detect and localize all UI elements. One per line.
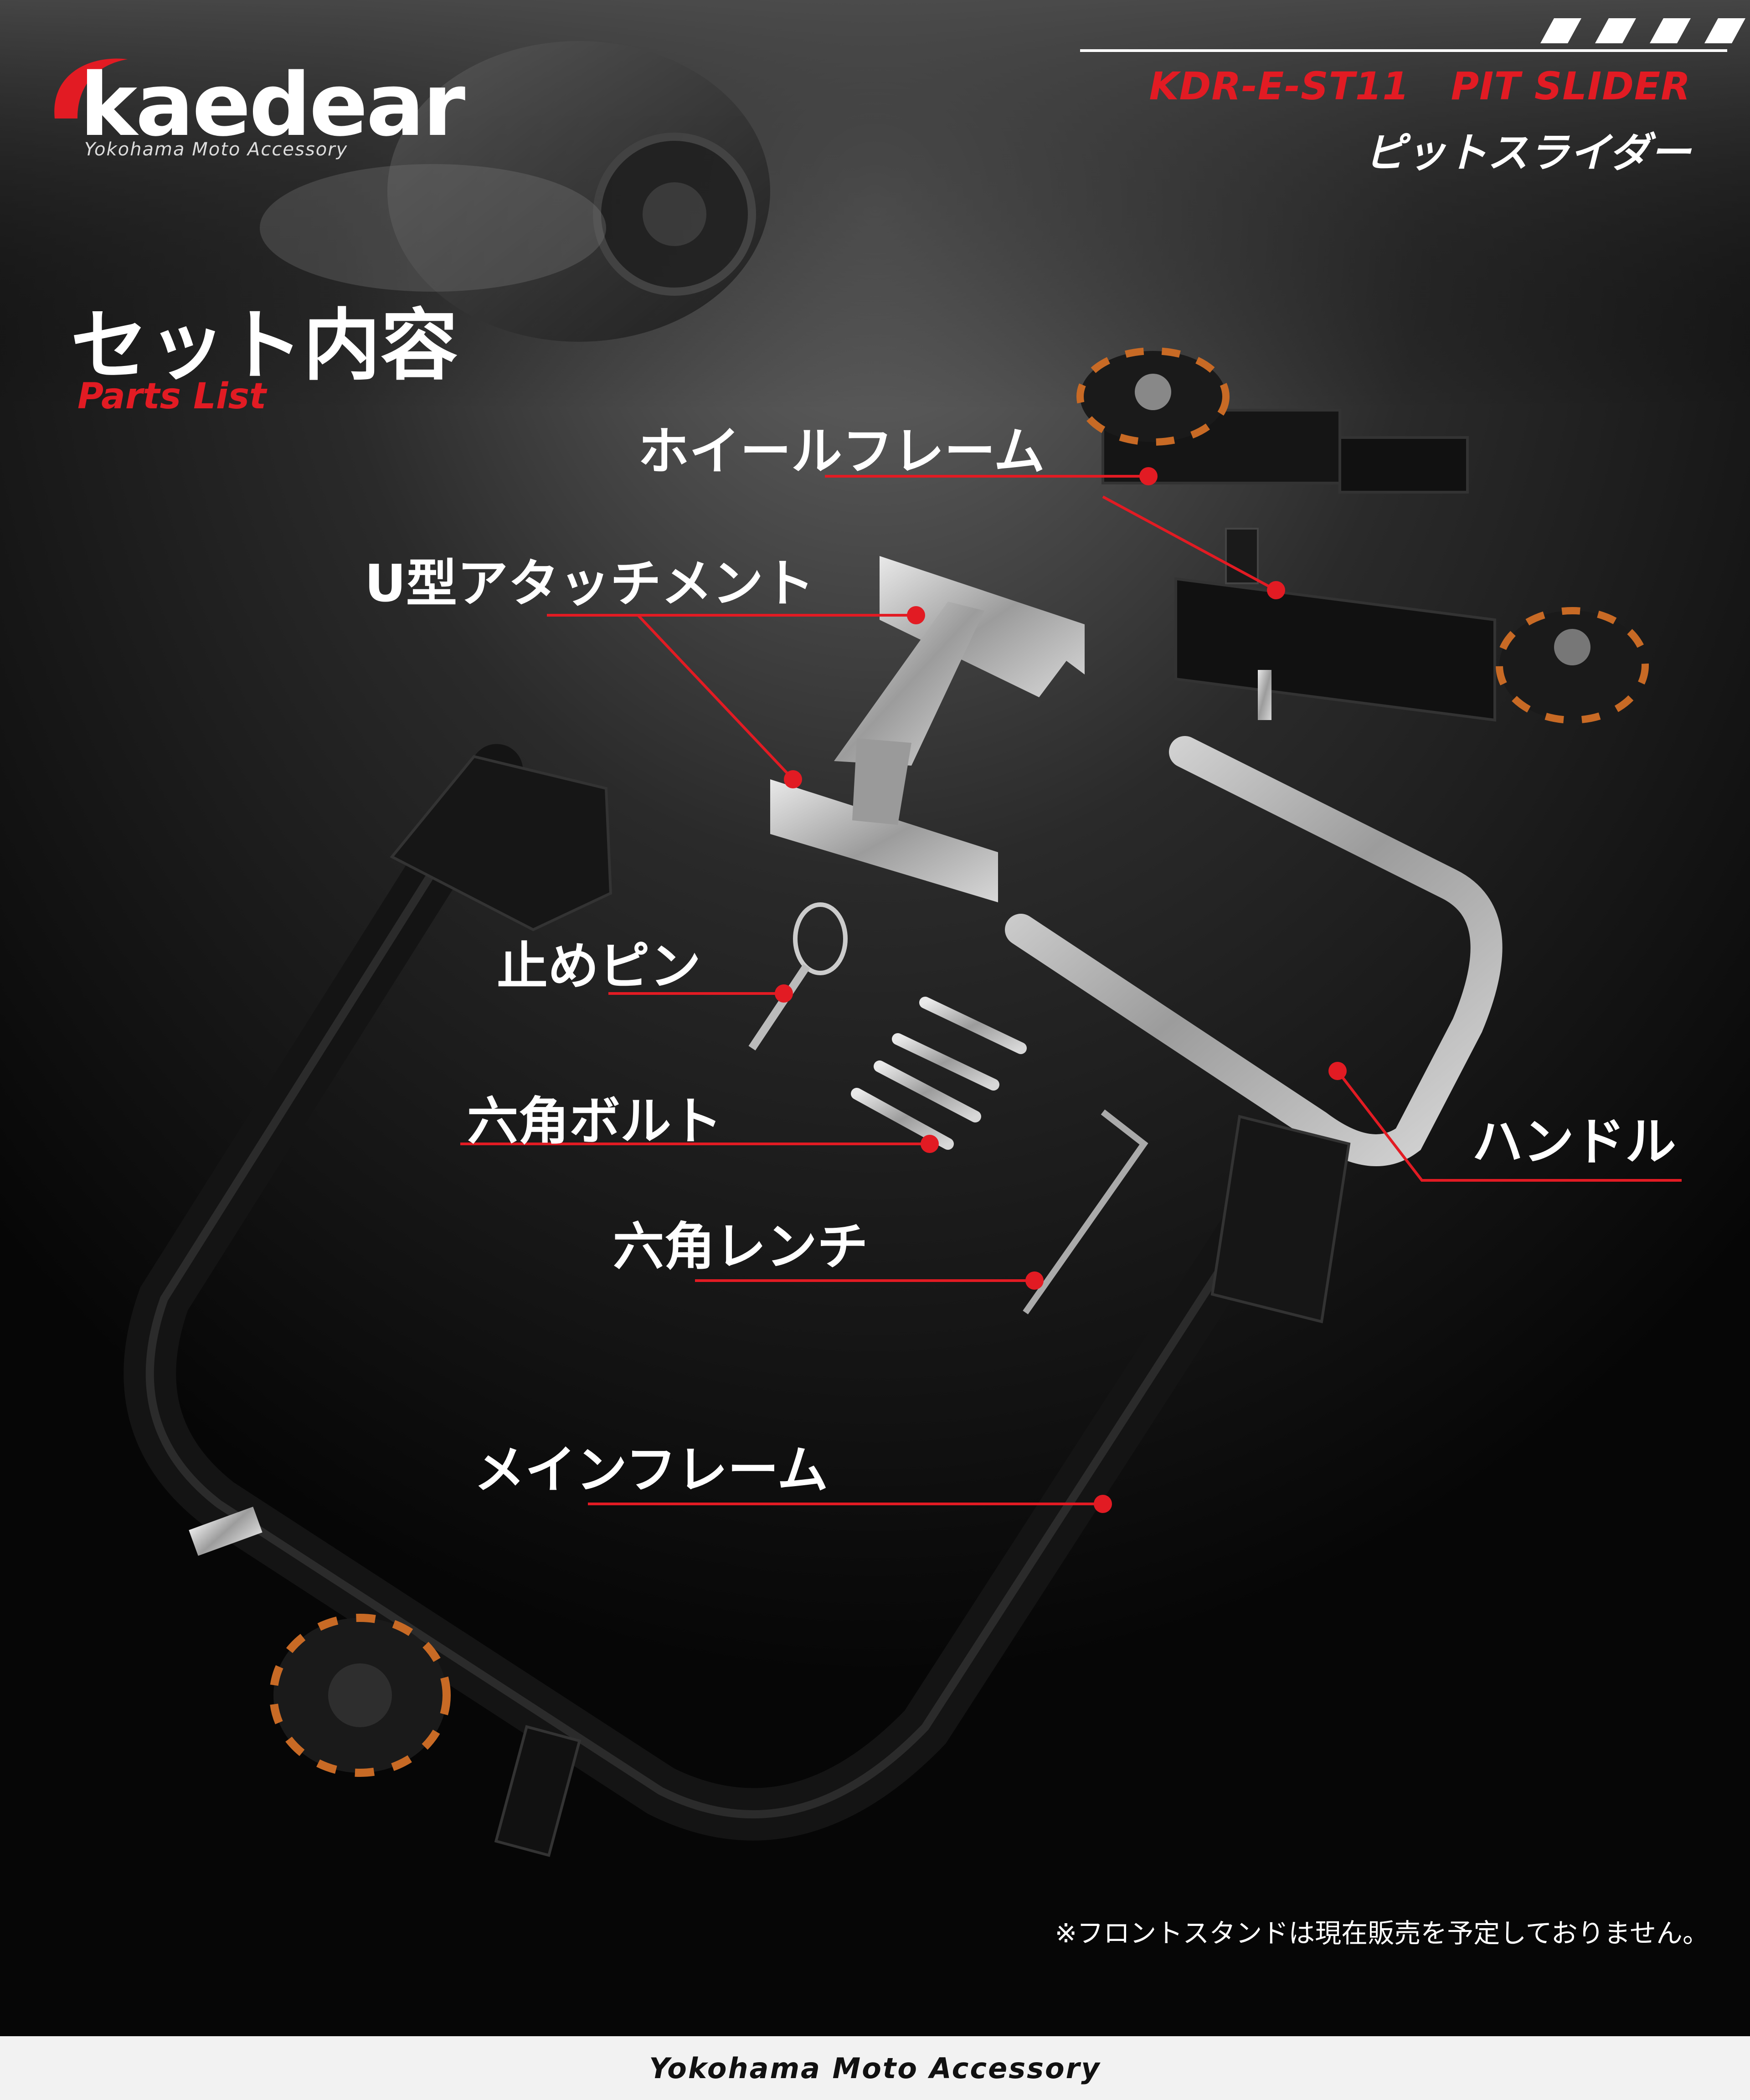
product-name-jp: ピットスライダー (1364, 129, 1691, 177)
label-wheel-frame: ホイールフレーム (638, 422, 1045, 481)
checkered-flag-icon (1080, 18, 1745, 52)
footer-tagline: Yokohama Moto Accessory (649, 2051, 1101, 2085)
leader-dots (775, 467, 1347, 1513)
background-top-fade (0, 0, 1750, 410)
caster-wheel-part (269, 1614, 451, 1777)
u-attachment (770, 556, 1085, 902)
label-hex-bolt: 六角ボルト (467, 1092, 722, 1151)
wheel-frame-bottom (1174, 528, 1649, 724)
brand-tagline: Yokohama Moto Accessory (84, 139, 348, 160)
wheel-frame-top (1076, 347, 1469, 494)
logo-swoosh-icon (54, 58, 128, 118)
hex-wrench-part (1023, 1109, 1148, 1315)
label-u-attachment: U型アタッチメント (365, 554, 814, 613)
motorcycle-photo (260, 41, 770, 342)
label-main-frame: メインフレーム (474, 1441, 829, 1500)
label-handle: ハンドル (1472, 1112, 1676, 1172)
leader-lines (460, 475, 1682, 1505)
handle-part (1005, 736, 1503, 1166)
footer-bar: Yokohama Moto Accessory (0, 2036, 1750, 2100)
main-frame-part (124, 744, 1351, 1857)
availability-note: ※フロントスタンドは現在販売を予定しておりません。 (1055, 1918, 1709, 1949)
label-stop-pin: 止めピン (497, 937, 701, 996)
section-subtitle: Parts List (77, 376, 267, 417)
label-hex-wrench: 六角レンチ (613, 1217, 868, 1276)
stop-pin-part (748, 902, 848, 1050)
product-code: KDR-E-ST11 PIT SLIDER (1149, 64, 1691, 108)
brand-logo: kaedear (80, 55, 465, 155)
section-title: セット内容 (71, 301, 458, 391)
